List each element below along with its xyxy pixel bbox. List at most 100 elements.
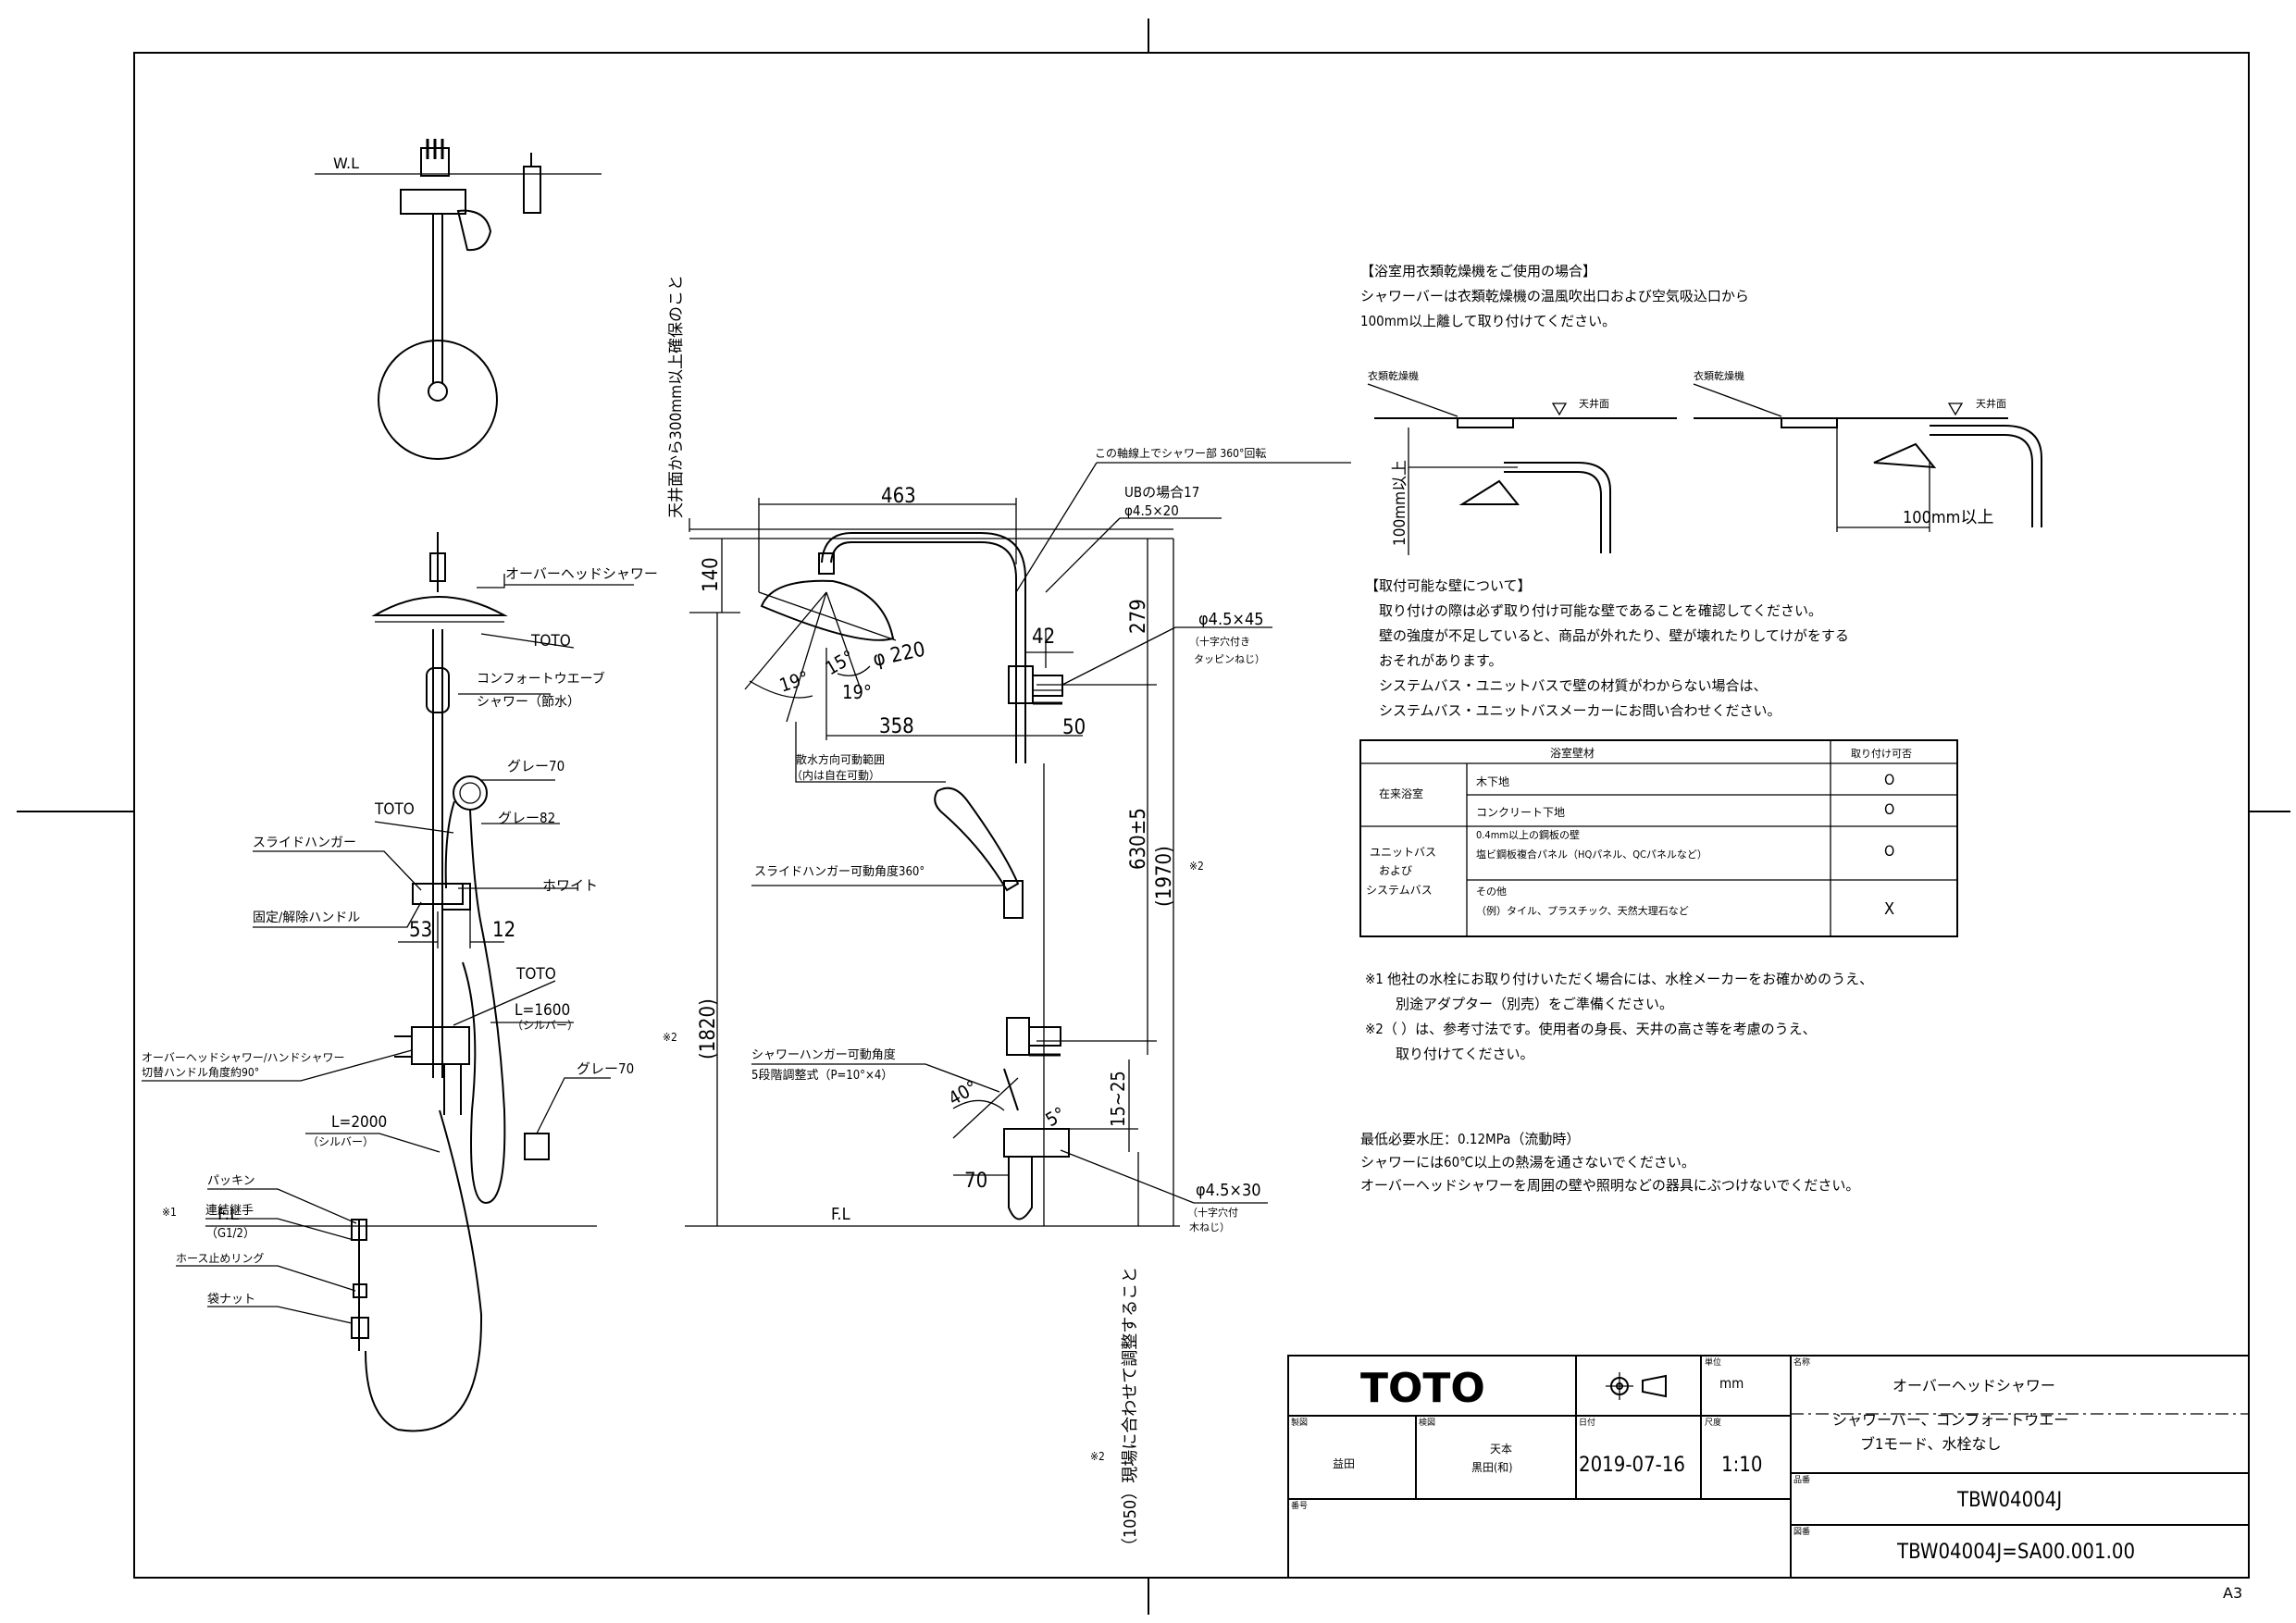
note2-c: ※2 <box>1090 1450 1105 1463</box>
dim-phi45x45: φ4.5×45 <box>1198 610 1264 629</box>
drawing-label: 図番 <box>1793 1526 1810 1537</box>
label-switch-handle: オーバーヘッドシャワー/ハンドシャワー <box>142 1051 345 1064</box>
note2-a: ※2 <box>1189 860 1204 873</box>
checked-value-2: 黒田(和) <box>1471 1461 1512 1474</box>
dryer-line1: シャワーバーは衣類乾燥機の温風吹出口および空気吸込口から <box>1360 288 1749 304</box>
label-hose-ring: ホース止めリング <box>176 1252 264 1265</box>
label-hose-2000-sub: （シルバー） <box>307 1135 374 1148</box>
scale-label: 尺度 <box>1705 1417 1721 1428</box>
dryer-figure-a: 衣類乾燥機 天井面 100mm以上 <box>1367 369 1677 555</box>
fig-b-dryer-label: 衣類乾燥機 <box>1694 369 1744 382</box>
top-view-diagram: W.L <box>315 139 602 460</box>
label-joint-size: （G1/2） <box>205 1227 255 1241</box>
pressure-line-2: シャワーには60℃以上の熱湯を通さないでください。 <box>1360 1154 1695 1171</box>
drawn-value: 益田 <box>1333 1457 1355 1470</box>
label-fix-handle: 固定/解除ハンドル <box>253 911 360 925</box>
toto-logo: TOTO <box>1360 1365 1485 1412</box>
name-label: 名称 <box>1793 1357 1810 1368</box>
table-row1-value: O <box>1884 771 1894 788</box>
table-row4-b: （例）タイル、プラスチック、天然大理石など <box>1476 904 1689 917</box>
label-bag-nut: 袋ナット <box>207 1293 255 1307</box>
label-slide-hanger: スライドハンガー <box>253 836 356 850</box>
dim-42: 42 <box>1032 626 1055 649</box>
label-hose-1600: L=1600 <box>515 1001 570 1020</box>
dim-463: 463 <box>881 485 916 508</box>
table-group1: 在来浴室 <box>1379 787 1423 800</box>
label-gray70-a: グレー70 <box>507 758 565 774</box>
fig-a-dim: 100mm以上 <box>1391 460 1409 546</box>
table-header-wall: 浴室壁材 <box>1550 746 1595 760</box>
date-value: 2019-07-16 <box>1579 1454 1685 1477</box>
dryer-line2: 100mm以上離して取り付けてください。 <box>1360 313 1616 329</box>
dim-630: 630±5 <box>1127 808 1150 870</box>
dim-19a: 19° <box>776 666 812 697</box>
fig-a-dryer-label: 衣類乾燥機 <box>1368 369 1419 382</box>
label-toto-hand: TOTO <box>374 800 415 819</box>
table-group2-c: システムバス <box>1366 884 1433 897</box>
label-overhead-shower: オーバーヘッドシャワー <box>505 565 658 582</box>
dim-53: 53 <box>409 919 432 942</box>
dim-1970: (1970) <box>1153 846 1176 907</box>
unit-value: mm <box>1719 1375 1744 1392</box>
fl-label-center: F.L <box>831 1205 850 1224</box>
ceiling-note: 天井面から300mm以上確保のこと <box>667 275 686 518</box>
wall-table: 浴室壁材 取り付け可否 在来浴室 木下地 O コンクリート下地 O ユニットバス… <box>1359 739 1958 937</box>
dim-1050: （1050）現場に合わせて調整すること <box>1121 1267 1140 1555</box>
label-toto-head: TOTO <box>530 632 571 650</box>
dim-phi45x45-sub1: （十字穴付き <box>1189 635 1250 648</box>
dim-358: 358 <box>879 715 914 738</box>
label-toto-valve: TOTO <box>515 965 556 984</box>
drawn-label: 製図 <box>1291 1417 1308 1428</box>
product-code: TBW04004J <box>1956 1489 2062 1512</box>
dim-70: 70 <box>964 1170 987 1193</box>
drawing-number: TBW04004J=SA00.001.00 <box>1896 1541 2135 1564</box>
label-gray82: グレー82 <box>498 810 555 826</box>
table-row2-value: O <box>1884 800 1894 818</box>
table-group2-b: および <box>1379 864 1412 877</box>
title-block: TOTO 単位 mm 名称 オーバーヘッドシャワー シャワーバー、コンフォートウ… <box>1287 1355 2250 1579</box>
fl-label-left: F.L <box>217 1205 239 1224</box>
product-name-2: シャワーバー、コンフォートウエー <box>1832 1411 2068 1429</box>
note1-line-b: 別途アダプター（別売）をご準備ください。 <box>1396 996 1673 1012</box>
label-comfort-wave-2: シャワー（節水） <box>477 694 580 710</box>
label-joint: 連結継手 <box>205 1204 254 1218</box>
label-gray70-b: グレー70 <box>577 1060 634 1077</box>
checked-label: 検図 <box>1419 1417 1435 1428</box>
rotate-note: この軸線上でシャワー部 360°回転 <box>1095 446 1266 460</box>
label-hanger-angle: シャワーハンガー可動角度 <box>751 1047 896 1062</box>
fig-a-ceiling-label: 天井面 <box>1579 397 1609 410</box>
wall-line-3: システムバス・ユニットバスで壁の材質がわからない場合は、 <box>1379 677 1768 694</box>
dim-phi45x45-sub2: タッピンねじ） <box>1194 653 1265 665</box>
front-view-diagram: F.L <box>205 532 597 1432</box>
label-hanger-angle-2: 5段階調整式（P=10°×4） <box>751 1069 893 1083</box>
drawing-border <box>133 52 2250 1579</box>
checked-value-1: 天本 <box>1490 1443 1512 1456</box>
note1-line-a: ※1 他社の水栓にお取り付けいただく場合には、水栓メーカーをお確かめのうえ、 <box>1365 971 1873 987</box>
wl-label: W.L <box>333 155 359 172</box>
table-header-ok: 取り付け可否 <box>1851 748 1912 760</box>
wall-line-0: 取り付けの際は必ず取り付け可能な壁であることを確認してください。 <box>1379 602 1822 619</box>
table-row3-a: 0.4mm以上の鋼板の壁 <box>1476 828 1580 841</box>
dim-40: 40° <box>945 1076 982 1110</box>
table-row3-value: O <box>1884 842 1894 860</box>
product-label: 品番 <box>1793 1474 1810 1485</box>
wall-line-4: システムバス・ユニットバスメーカーにお問い合わせください。 <box>1379 702 1781 719</box>
note2-line-a: ※2（ ）は、参考寸法です。使用者の身長、天井の高さ等を考慮のうえ、 <box>1365 1021 1817 1037</box>
date-label: 日付 <box>1579 1418 1595 1428</box>
note2-line-b: 取り付けてください。 <box>1396 1046 1534 1062</box>
number-label: 番号 <box>1291 1500 1308 1511</box>
label-white: ホワイト <box>542 877 598 894</box>
fig-b-ceiling-label: 天井面 <box>1976 397 2006 410</box>
dryer-notes: 【浴室用衣類乾燥機をご使用の場合】 シャワーバーは衣類乾燥機の温風吹出口および空… <box>1360 263 2042 555</box>
label-comfort-wave: コンフォートウエーブ <box>477 671 605 687</box>
product-name-3: ブ1モード、水栓なし <box>1860 1435 2002 1453</box>
dim-50: 50 <box>1062 716 1086 739</box>
dim-5: 5° <box>1042 1102 1070 1131</box>
wall-line-1: 壁の強度が不足していると、商品が外れたり、壁が壊れたりしてけがをする <box>1379 627 1849 644</box>
table-row4-a: その他 <box>1476 886 1507 898</box>
table-group2-a: ユニットバス <box>1370 846 1436 859</box>
label-switch-handle-2: 切替ハンドル角度約90° <box>142 1065 259 1079</box>
dim-12: 12 <box>492 919 515 942</box>
label-slide-range: スライドハンガー可動角度360° <box>754 864 925 879</box>
